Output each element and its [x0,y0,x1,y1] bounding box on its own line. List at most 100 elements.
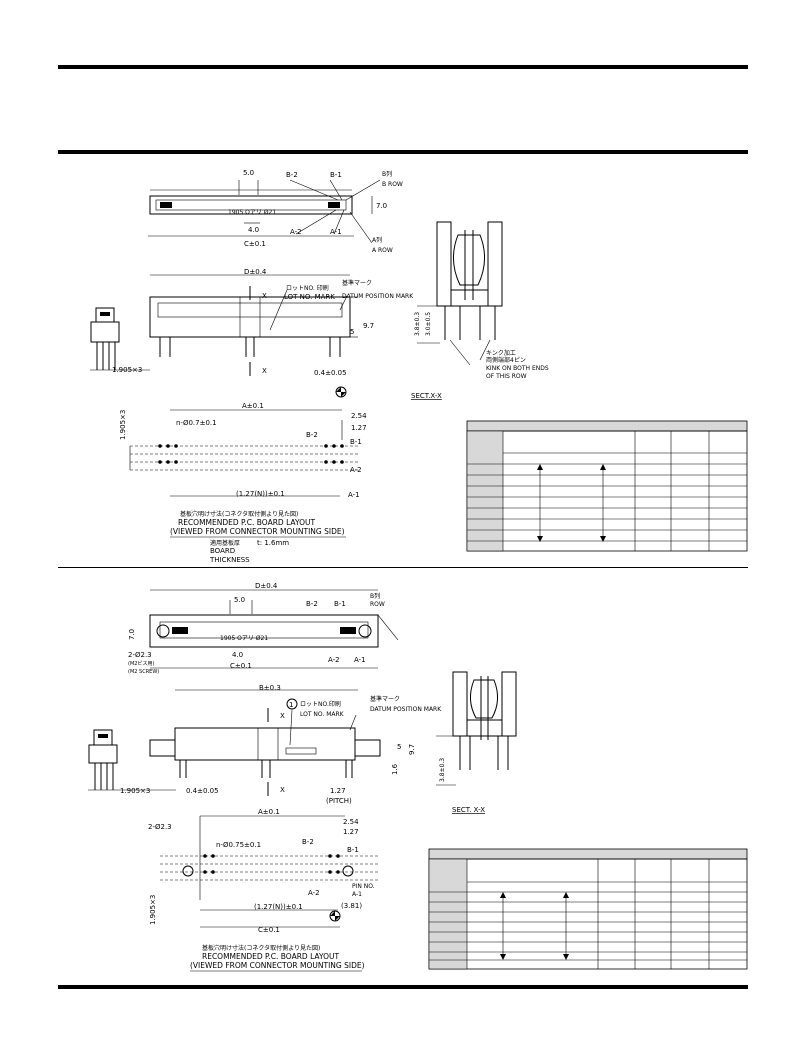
s1-x-bottom: X [262,367,267,375]
s1-kink2: OF THIS ROW [486,373,527,380]
s2-layout-2-54: 2.54 [343,818,359,826]
s1-dim-5: 5 [350,328,354,336]
s2-layout-pin-no2: A-1 [352,891,362,898]
s2-top-a2: A-2 [328,656,340,664]
s2-front-lot-no: LOT NO. MARK [300,711,345,718]
s2-layout-a-dim: A±0.1 [258,808,280,816]
s2-top-view: D±0.4 5.0 B-2 B-1 B列 ROW 7.0 1905 Oアリ Ø2… [128,582,399,675]
s2-top-holes-note2: (M2 SCREW) [128,669,159,675]
s1-dim-9-7: 9.7 [363,322,374,330]
s1-layout-pitch-v: 1.905×3 [119,410,127,440]
s2-layout-1-27: 1.27 [343,828,359,836]
s2-front-b-dim: B±0.3 [259,684,281,692]
s1-dim-4-0: 4.0 [248,226,259,234]
s2-front-dim-0-4: 0.4±0.05 [186,787,219,795]
s2-sect-label: SECT. X-X [452,806,485,814]
s2-layout-pin-no: PIN NO. [352,883,375,890]
spec-table-2 [428,848,748,970]
s2-top-b-row: ROW [370,601,385,608]
s2-top-holes-note: (M2ビス用) [128,660,154,667]
s1-a-row-jp: A列 [372,236,382,244]
s1-b-row-jp: B列 [382,170,392,178]
s1-sect-label: SECT.X-X [411,392,442,400]
s2-top-b-row-jp: B列 [370,592,380,600]
s2-layout-note2: (VIEWED FROM CONNECTOR MOUNTING SIDE) [190,961,365,970]
s1-thick-val: t: 1.6mm [257,539,289,547]
s2-layout-b1: B-1 [347,846,359,854]
s1-side-pitch: 1.905×3 [112,366,142,374]
s2-top-d-dim: D±0.4 [255,582,278,590]
s2-layout-a2: A-2 [308,889,320,897]
s2-front-view: 1 B±0.3 ロットNO.印刷 LOT NO. MARK 基準マーク DATU… [149,684,442,805]
s2-top-c-dim: C±0.1 [230,662,252,670]
s1-section-view: 3.8±0.3 3.0±0.5 キンク加工 両側端部4ピン KINK ON BO… [411,221,549,400]
s1-layout-b1: B-1 [350,438,362,446]
s2-front-x-top: X [280,712,285,720]
s1-label-a1: A-1 [330,228,342,236]
spec-table-1 [466,420,748,552]
s2-top-dim-5-0: 5.0 [234,596,245,604]
s1-marking: 1905 Oアリ Ø21 [228,209,276,216]
s2-layout-pitch-v: 1.905×3 [149,895,157,925]
s2-pcb-layout: A±0.1 2.54 1.27 2-Ø2.3 n-Ø0.75±0.1 B-2 B… [148,808,380,972]
s1-top-view: 5.0 B-2 B-1 B列 B ROW 7.0 1905 Oアリ Ø21 4.… [148,169,403,254]
s2-layout-holes: 2-Ø2.3 [148,823,172,831]
s1-thick1: BOARD [210,547,235,555]
s2-side-pitch: 1.905×3 [120,787,150,795]
s1-a-row: A ROW [372,247,393,254]
s1-c-dim: C±0.1 [244,240,266,248]
s2-front-lot-no-jp: ロットNO.印刷 [300,700,341,708]
s2-top-b1: B-1 [334,600,346,608]
s1-layout-hole: n-Ø0.7±0.1 [176,419,217,427]
s2-front-dim-1-27: 1.27 [330,787,346,795]
s1-kink1: KINK ON BOTH ENDS [486,365,549,372]
s2-layout-hole: n-Ø0.75±0.1 [216,841,261,849]
s1-label-a2: A-2 [290,228,302,236]
s2-front-dim-1-6: 1.6 [391,763,399,775]
s2-top-dim-7-0: 7.0 [128,629,136,640]
s2-front-pitch-label: (PITCH) [326,797,352,805]
s2-section-view: 3.8±0.3 SECT. X-X [436,671,517,814]
s2-layout-note-jp: 基板穴明け寸法(コネクタ取付側より見た図) [202,944,320,952]
s1-thick2: THICKNESS [209,556,250,564]
s2-layout-note1: RECOMMENDED P.C. BOARD LAYOUT [202,952,340,961]
s1-layout-a-dim: A±0.1 [242,402,264,410]
section-divider [58,567,748,568]
s2-top-a1: A-1 [354,656,366,664]
s1-layout-note1: RECOMMENDED P.C. BOARD LAYOUT [178,518,316,527]
s2-top-holes: 2-Ø2.3 [128,651,152,659]
s1-dim-0-4: 0.4±0.05 [314,369,347,377]
s1-lot-no-jp: ロットNO. 印刷 [286,284,329,292]
s1-label-b2: B-2 [286,171,298,179]
s1-layout-a2: A-2 [350,466,362,474]
s1-b-row: B ROW [382,181,403,188]
s2-sec-dim-3-8: 3.8±0.3 [439,758,446,782]
top-rule-thick [58,65,748,69]
s2-front-dim-9-7: 9.7 [408,744,416,755]
s1-layout-1-27: 1.27 [351,424,367,432]
s2-front-x-bottom: X [280,786,285,794]
header-rule [58,150,748,154]
s1-x-top: X [262,292,267,300]
s2-front-datum: DATUM POSITION MARK [370,706,442,713]
s2-front-dim-5: 5 [397,743,401,751]
s1-layout-2-54: 2.54 [351,412,367,420]
s1-dim-5-0: 5.0 [243,169,254,177]
s1-sec-dim-3-8: 3.8±0.3 [414,312,421,336]
s1-kink-jp2: 両側端部4ピン [486,356,526,364]
s2-front-datum-jp: 基準マーク [370,695,400,703]
s1-layout-pitch-n: (1.27(N))±0.1 [236,490,285,498]
s1-dim-7-0: 7.0 [376,202,387,210]
s1-datum-jp: 基準マーク [342,279,372,287]
s1-layout-a1: A-1 [348,491,360,499]
s1-layout-note2: (VIEWED FROM CONNECTOR MOUNTING SIDE) [170,527,345,536]
s2-top-dim-4-0: 4.0 [232,651,243,659]
s1-layout-note-jp: 基板穴明け寸法(コネクタ取付側より見た図) [180,510,298,518]
s1-kink-jp1: キンク加工 [486,349,516,357]
s1-thick-jp: 適用基板厚 [210,539,240,547]
s1-side-view: 1.905×3 [90,307,150,374]
s2-layout-b2: B-2 [302,838,314,846]
s1-sec-dim-3-0: 3.0±0.5 [425,312,432,336]
s2-top-marking: 1905 Oアリ Ø21 [220,635,268,642]
